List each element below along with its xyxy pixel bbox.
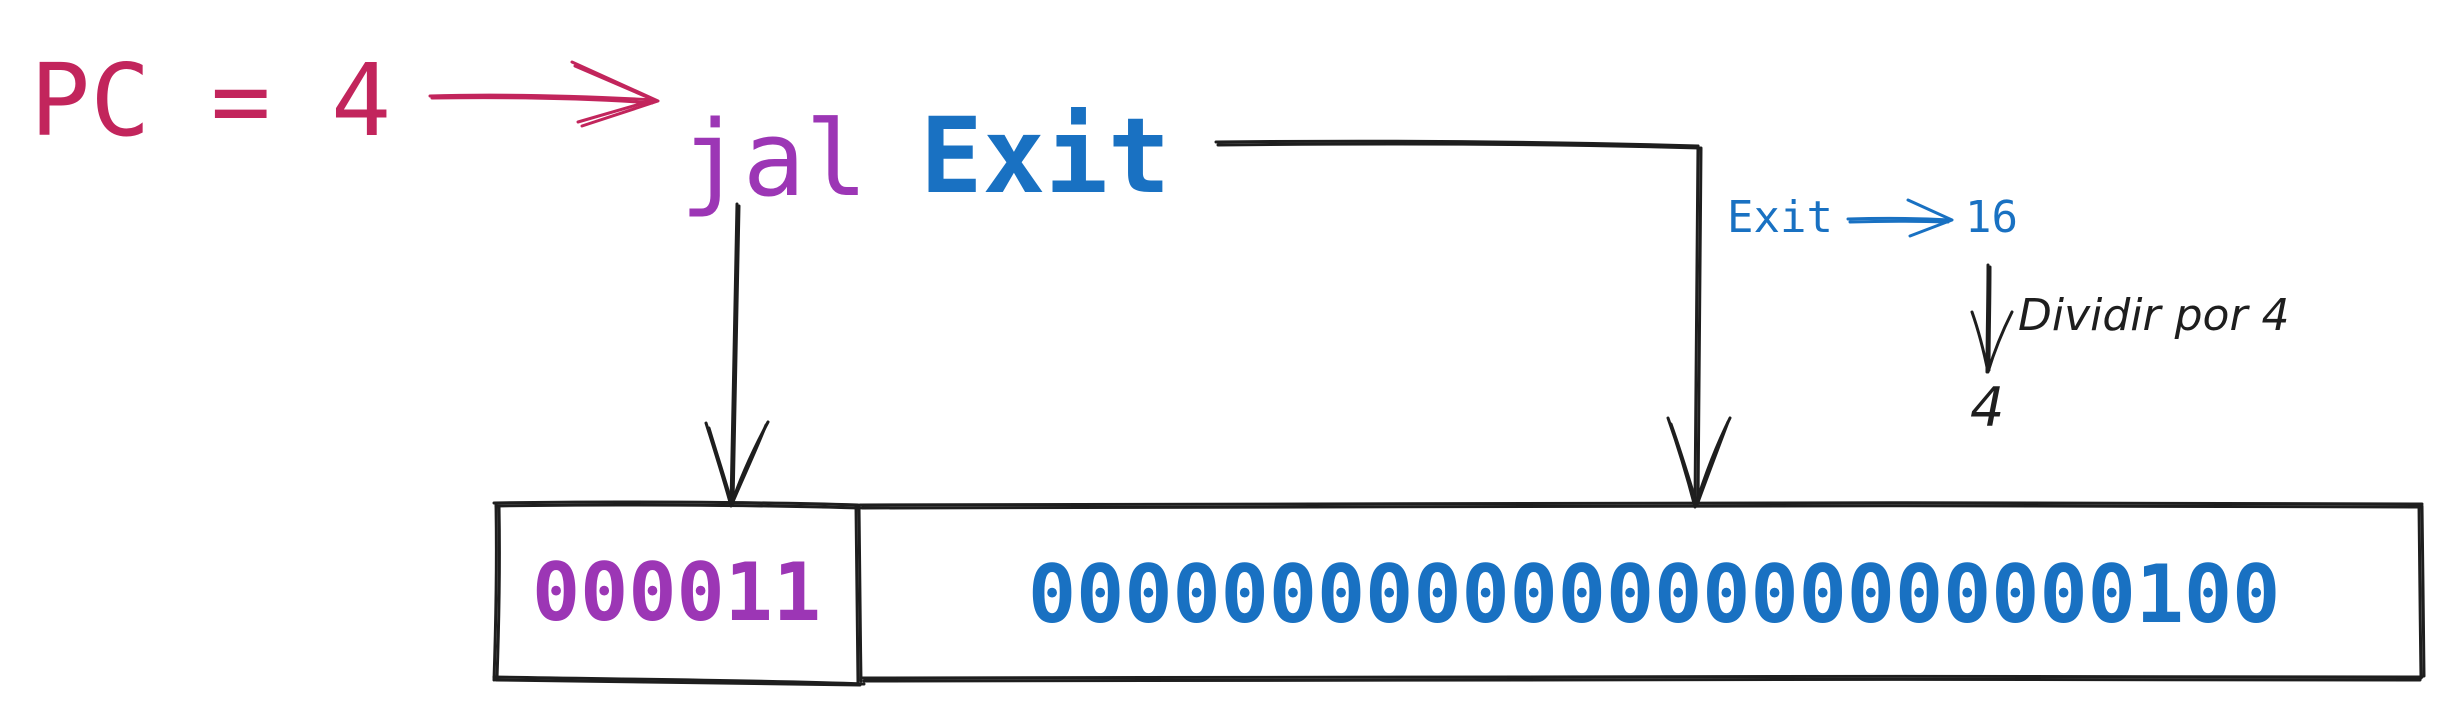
instruction-mnemonic: jal [680,98,868,220]
divide-arrow [1970,263,2014,374]
opcode-arrow [704,202,770,508]
divide-note: Dividir por 4 [2018,290,2290,341]
address-bits: 00000000000000000000000100 [1028,548,2280,641]
exit-label: Exit [1727,192,1833,243]
pc-label: PC = 4 [30,42,391,159]
address-box [858,501,2426,683]
pc-arrow [428,60,660,128]
address-arrow [1214,139,1732,509]
opcode-bits: 000011 [532,546,821,639]
opcode-box [492,500,866,687]
exit-value-arrow [1846,198,1954,238]
instruction-target: Exit [920,95,1170,217]
divide-result: 4 [1970,376,2004,439]
exit-value: 16 [1965,192,2018,243]
